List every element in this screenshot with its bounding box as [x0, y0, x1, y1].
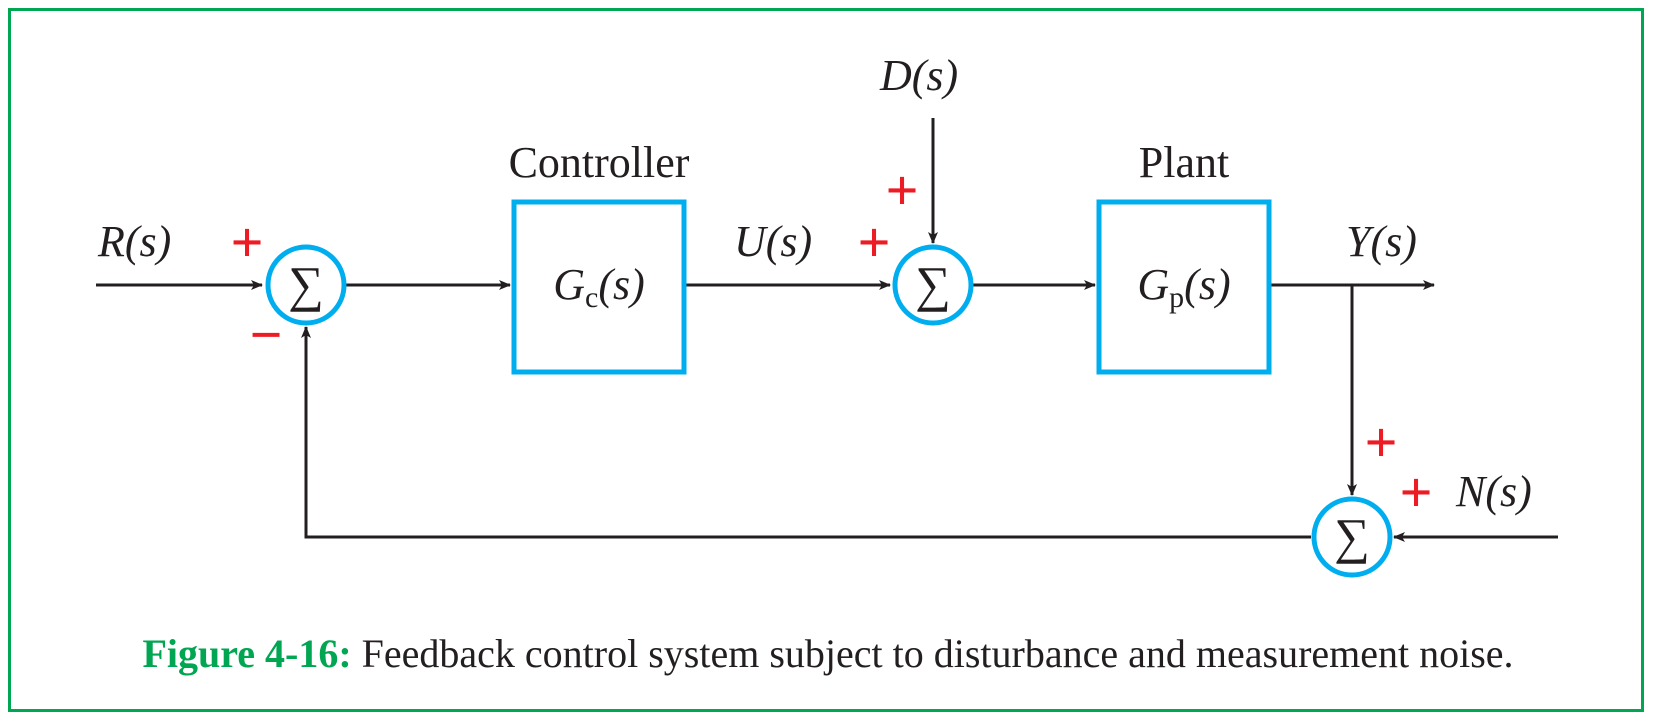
line-feedback-path	[301, 326, 1311, 539]
sign-sum2-control: +	[857, 210, 890, 275]
sign-sum3-noise: +	[1399, 460, 1432, 525]
sum-symbol-2: ∑	[915, 256, 951, 312]
disturbance-signal-label: D(s)	[879, 51, 958, 100]
plant-transfer-function: Gp(s)	[1137, 260, 1230, 314]
sign-sum1-feedback: −	[249, 302, 282, 367]
sign-sum2-disturbance: +	[885, 158, 918, 223]
output-signal-label: Y(s)	[1346, 217, 1417, 266]
noise-signal-label: N(s)	[1455, 467, 1532, 516]
reference-signal-label: R(s)	[97, 217, 171, 266]
control-signal-label: U(s)	[734, 217, 812, 266]
summing-junction-2	[892, 244, 974, 326]
summing-junction-1	[265, 244, 347, 326]
figure-caption: Figure 4-16: Feedback control system sub…	[0, 630, 1656, 677]
summing-junction-3	[1311, 496, 1393, 578]
controller-block	[511, 199, 687, 375]
sign-sum1-reference: +	[230, 210, 263, 275]
figure-caption-text: Feedback control system subject to distu…	[361, 631, 1514, 676]
plant-block	[1096, 199, 1272, 375]
sum-symbol-3: ∑	[1334, 508, 1370, 564]
sign-sum3-output: +	[1364, 410, 1397, 475]
controller-transfer-function: Gc(s)	[553, 260, 645, 314]
figure-number: Figure 4-16:	[142, 631, 352, 676]
plant-title: Plant	[1139, 138, 1229, 187]
figure-frame	[8, 8, 1644, 712]
controller-title: Controller	[509, 138, 690, 187]
sum-symbol-1: ∑	[288, 256, 324, 312]
